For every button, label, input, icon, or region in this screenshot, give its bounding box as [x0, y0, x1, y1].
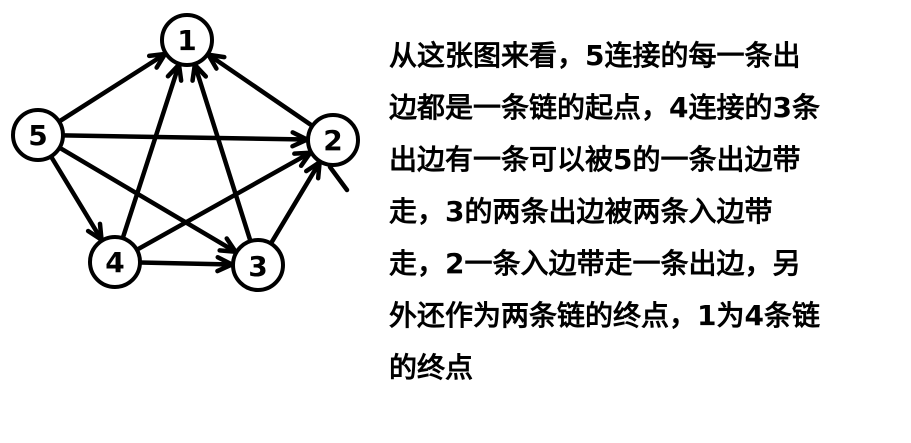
edge-5-to-3 — [57, 145, 238, 255]
edge-4-to-3 — [137, 254, 235, 274]
explanation-text: 从这张图来看，5连接的每一条出 边都是一条链的起点，4连接的3条 出边有一条可以… — [389, 30, 899, 394]
stray-arrow-mark — [327, 164, 350, 193]
node-1-label: 1 — [177, 24, 196, 57]
edge-4-to-1 — [120, 62, 184, 241]
arrowhead-icon — [97, 221, 104, 243]
node-5-label: 5 — [28, 119, 47, 152]
explanation-line-1: 从这张图来看，5连接的每一条出 — [389, 39, 801, 72]
arrowhead-icon — [292, 150, 313, 156]
node-1: 1 — [160, 13, 214, 67]
edge-2-to-1 — [206, 52, 315, 129]
edge-3-to-2 — [268, 160, 322, 246]
explanation-line-2: 边都是一条链的起点，4连接的3条 — [389, 91, 820, 124]
node-4-label: 4 — [105, 246, 124, 279]
node-3-label: 3 — [248, 250, 267, 283]
edge-5-to-1 — [56, 51, 168, 124]
explanation-line-7: 的终点 — [389, 351, 474, 384]
graph-edges — [48, 51, 322, 274]
edge-3-to-1 — [190, 62, 253, 244]
arrowhead-icon — [146, 51, 168, 59]
node-2-label: 2 — [323, 124, 342, 157]
graph-nodes: 1 2 3 4 5 — [11, 13, 360, 292]
arrowhead-icon — [304, 160, 322, 174]
node-2: 2 — [306, 113, 360, 167]
node-3: 3 — [231, 238, 285, 292]
arrowhead-icon — [190, 62, 198, 83]
directed-graph: 1 2 3 4 5 — [11, 13, 360, 292]
explanation-line-4: 走，3的两条出边被两条入边带 — [389, 195, 773, 228]
arrowhead-icon — [224, 236, 238, 255]
node-4: 4 — [88, 235, 142, 289]
arrowhead-icon — [206, 52, 219, 71]
arrowhead-icon — [290, 130, 310, 142]
explanation-line-5: 走，2一条入边带走一条出边，另 — [389, 247, 801, 280]
node-5: 5 — [11, 108, 65, 162]
explanation-line-3: 出边有一条可以被5的一条出边带 — [389, 143, 801, 176]
edge-5-to-2 — [60, 130, 310, 149]
edge-5-to-4 — [48, 154, 104, 243]
edge-4-to-2 — [134, 150, 313, 253]
arrowhead-icon — [215, 254, 235, 267]
arrowhead-icon — [165, 62, 182, 79]
explanation-line-6: 外还作为两条链的终点，1为4条链 — [389, 299, 820, 332]
